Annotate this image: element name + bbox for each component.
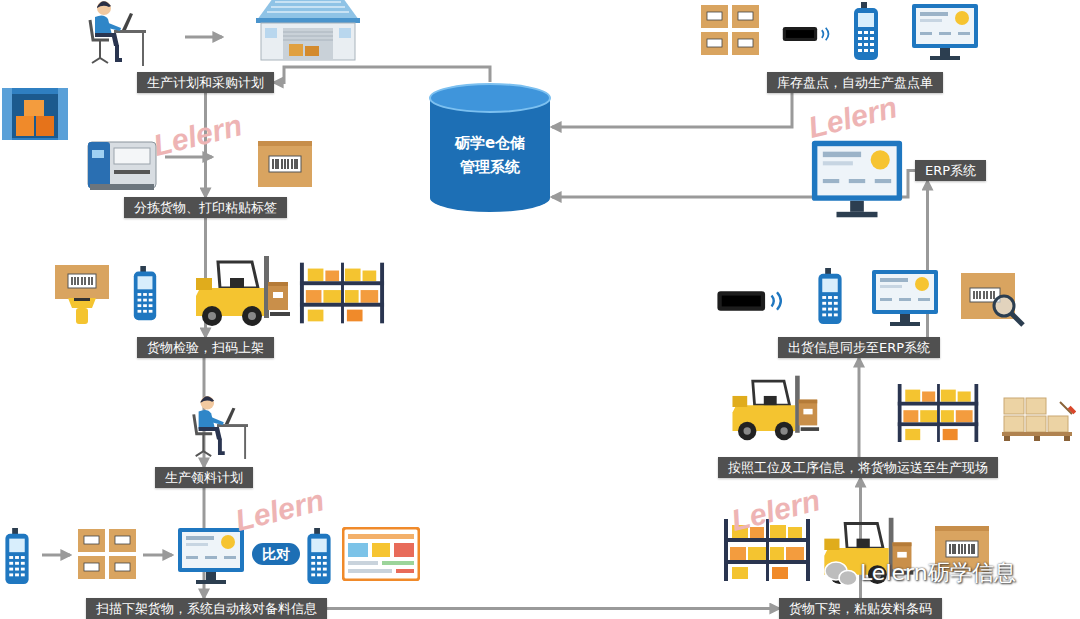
node-text: 分拣货物、打印粘贴标签 xyxy=(134,200,277,215)
node-text: 按照工位及工序信息，将货物运送至生产现场 xyxy=(728,460,988,475)
flow-connector xyxy=(552,93,792,127)
monitor-icon xyxy=(178,528,244,584)
rfid-reader-icon xyxy=(783,27,829,41)
erp-monitor-icon xyxy=(812,141,902,218)
step-label: 分拣货物、打印粘贴标签 xyxy=(124,197,287,218)
boxes-icon xyxy=(78,529,136,579)
shelf-icon xyxy=(898,384,978,442)
step-label: 货物下架，粘贴发料条码 xyxy=(779,598,942,619)
node-text: 生产计划和采购计划 xyxy=(147,75,264,90)
node-text: 砺学e仓储 管理系统 xyxy=(448,131,532,179)
wechat-icon xyxy=(825,562,857,586)
pallet-icon xyxy=(1002,398,1076,441)
container-icon xyxy=(2,88,68,140)
step-label: 出货信息同步至ERP系统 xyxy=(778,337,940,358)
shelf-icon xyxy=(300,263,384,324)
monitor-icon xyxy=(912,4,978,60)
node-text: 货物检验，扫码上架 xyxy=(147,340,264,355)
watermark: Lelern xyxy=(805,90,901,145)
scanner-icon xyxy=(55,265,109,324)
database-cylinder: 砺学e仓储 管理系统 xyxy=(428,82,552,214)
worker-icon xyxy=(90,1,146,66)
flow-connector xyxy=(858,358,861,457)
flow-connector xyxy=(274,67,490,83)
node-text: 比对 xyxy=(262,546,290,562)
handheld-terminal-icon xyxy=(307,528,330,584)
handheld-terminal-icon xyxy=(5,528,28,584)
rfid-reader-icon xyxy=(717,291,780,311)
compare-badge: 比对 xyxy=(252,543,300,565)
flow-arrow xyxy=(42,554,70,557)
step-label: 货物检验，扫码上架 xyxy=(137,337,274,358)
boxes-icon xyxy=(701,5,759,55)
inspection-icon xyxy=(961,273,1023,325)
flow-arrow xyxy=(143,554,172,557)
watermark: Lelern砺学信息 xyxy=(860,558,1016,588)
node-text: 货物下架，粘贴发料条码 xyxy=(789,601,932,616)
node-text: 库存盘点，自动生产盘点单 xyxy=(777,75,933,90)
node-text: 生产领料计划 xyxy=(165,470,243,485)
handheld-terminal-icon xyxy=(134,266,156,320)
label-printer-icon xyxy=(88,142,156,190)
handheld-terminal-icon xyxy=(854,2,878,60)
forklift-icon xyxy=(196,256,290,326)
step-label: 库存盘点，自动生产盘点单 xyxy=(767,72,943,93)
step-label: 按照工位及工序信息，将货物运送至生产现场 xyxy=(718,457,998,478)
flow-arrow xyxy=(185,36,222,39)
handheld-terminal-icon xyxy=(818,268,841,324)
node-text: 出货信息同步至ERP系统 xyxy=(788,340,930,355)
dashboard-icon xyxy=(343,528,419,580)
node-text: ERP系统 xyxy=(925,163,976,178)
node-text: 扫描下架货物，系统自动核对备料信息 xyxy=(96,601,317,616)
monitor-icon xyxy=(872,270,938,326)
watermark: Lelern xyxy=(232,483,328,538)
flow-connector xyxy=(327,607,779,610)
system-label: ERP系统 xyxy=(915,160,986,181)
worker-icon xyxy=(194,396,248,459)
step-label: 生产领料计划 xyxy=(155,467,253,488)
warehouse-icon xyxy=(256,0,360,60)
watermark: Lelern xyxy=(150,108,246,163)
step-label: 扫描下架货物，系统自动核对备料信息 xyxy=(86,598,327,619)
labelled-box-icon xyxy=(258,141,312,187)
forklift-icon xyxy=(732,376,819,440)
step-label: 生产计划和采购计划 xyxy=(137,72,274,93)
